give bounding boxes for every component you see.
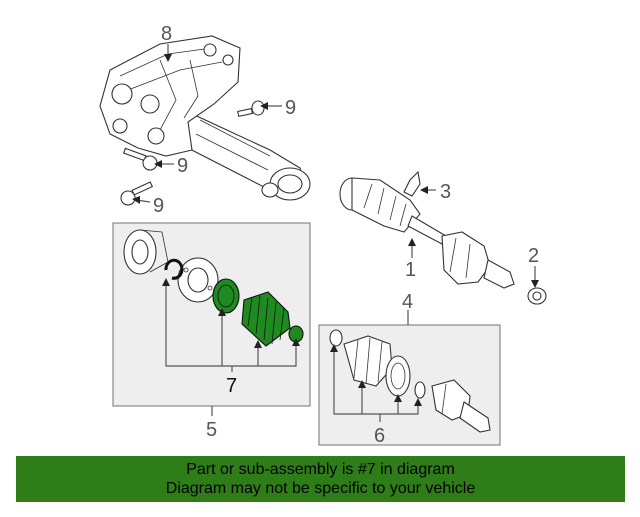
part-7-boot[interactable] [241,291,291,347]
callout-9-upper: 9 [285,97,296,119]
callout-4: 4 [402,291,413,313]
part-8-differential-housing[interactable] [99,35,311,201]
part-7-clamp-large[interactable] [212,278,240,314]
part-5-cv-joint-cage[interactable] [177,257,219,303]
callout-6-leaders [330,344,422,422]
part-9-bolt-middle[interactable] [122,147,158,171]
part-6-snap-ring[interactable] [329,329,343,347]
callout-3: 3 [440,181,451,203]
callout-7: 7 [226,375,237,397]
part-6-ring[interactable] [414,381,426,399]
part-7-snap-ring[interactable] [164,258,184,280]
part-3-clip[interactable] [403,170,421,197]
banner-line-1: Part or sub-assembly is #7 in diagram [186,461,455,478]
callout-5: 5 [206,419,217,441]
part-1-axle-shaft-assembly[interactable] [339,177,515,289]
callout-9-lower: 9 [153,195,164,217]
callout-leaders [132,44,539,416]
info-banner: Part or sub-assembly is #7 in diagram Di… [16,456,625,502]
callout-7-leaders [162,278,300,372]
part-6-clamp[interactable] [385,355,411,397]
callout-1: 1 [405,259,416,281]
part-6-cv-joint[interactable] [431,379,491,433]
part-5-cv-joint-housing[interactable] [123,229,169,275]
callout-8: 8 [161,23,172,45]
callout-2: 2 [528,245,539,267]
banner-line-2: Diagram may not be specific to your vehi… [165,480,476,497]
part-2-nut[interactable] [527,287,547,305]
part-9-bolt-upper[interactable] [237,100,265,118]
callout-6: 6 [374,425,385,447]
callout-9-middle: 9 [177,155,188,177]
